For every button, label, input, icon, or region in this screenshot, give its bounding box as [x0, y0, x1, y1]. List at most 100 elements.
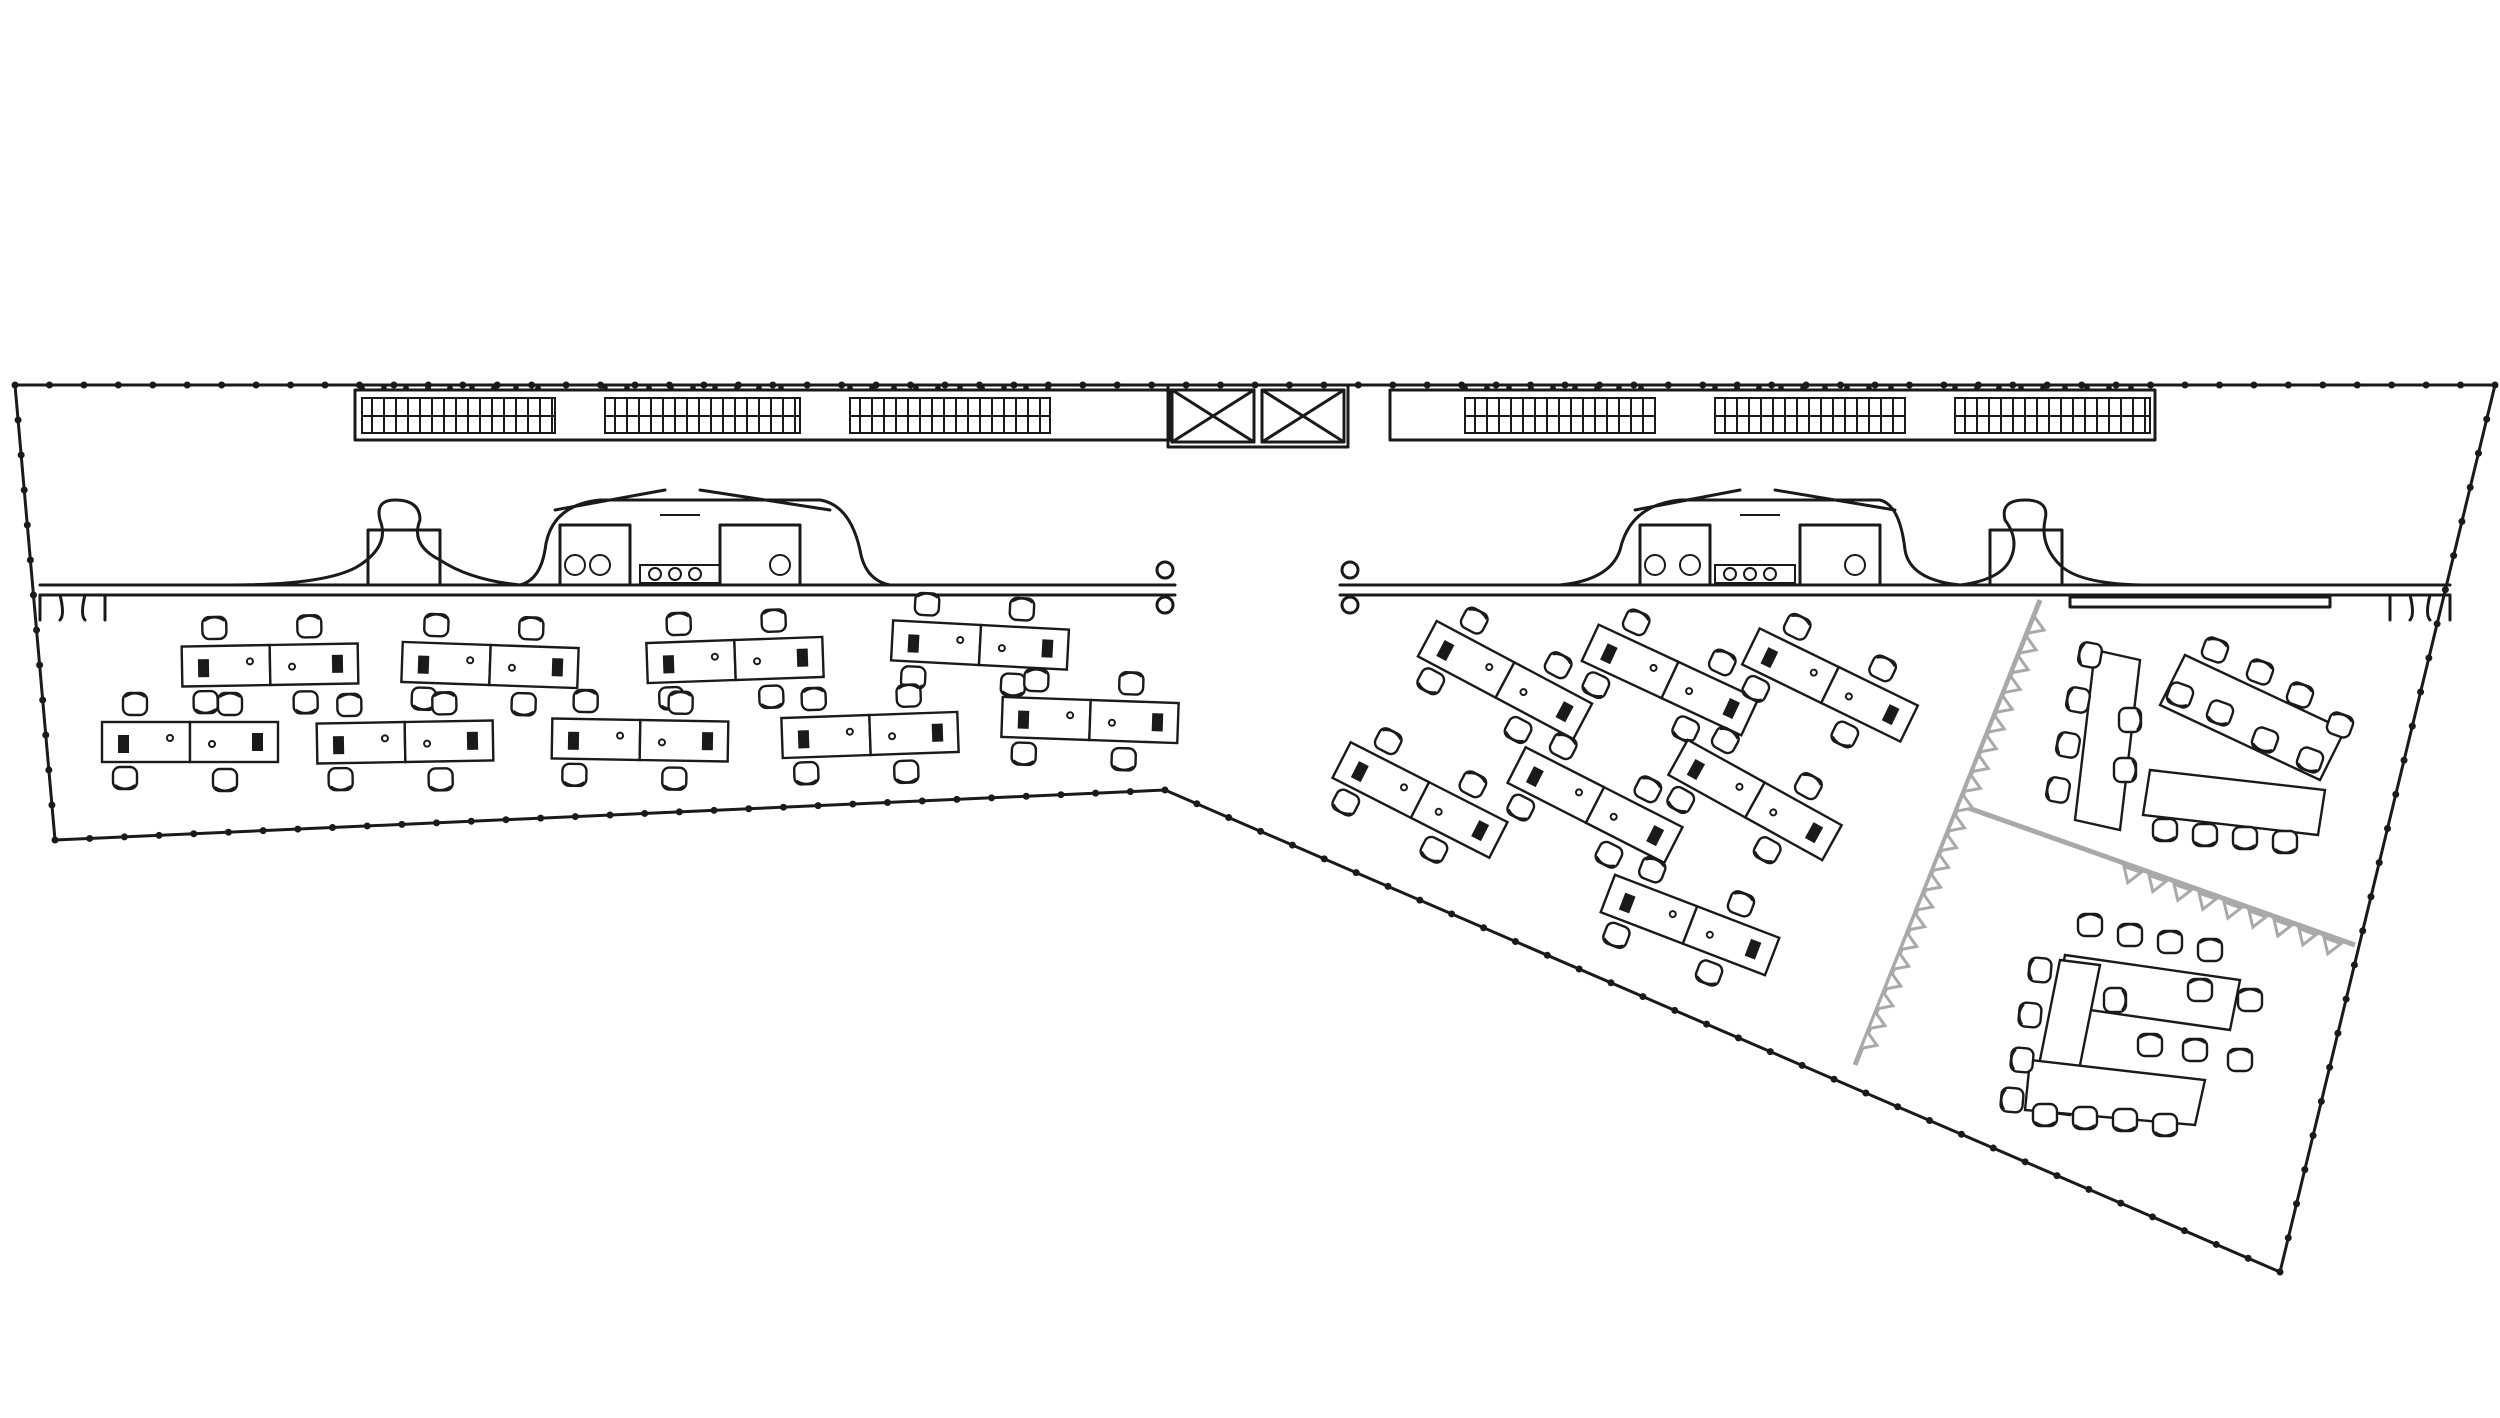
- meeting-chair: [2198, 634, 2232, 666]
- mullion: [2483, 415, 2491, 423]
- mullion: [2367, 893, 2375, 901]
- mullion: [2301, 1166, 2309, 1174]
- mullion: [1940, 381, 1948, 389]
- mullion: [459, 381, 467, 389]
- mullion: [48, 801, 56, 809]
- office-chair: [295, 613, 323, 639]
- workstation-cluster: [1738, 610, 1920, 751]
- mullion: [1630, 381, 1638, 389]
- glazing-fin: [2121, 864, 2145, 886]
- meeting-chair: [2111, 1107, 2139, 1133]
- mullion: [2212, 1240, 2220, 1248]
- meeting-chair: [2102, 986, 2128, 1014]
- glazing-fin: [2246, 908, 2270, 930]
- office-chair: [895, 683, 923, 709]
- entry-doors: [38, 593, 2452, 622]
- mullion: [2284, 1234, 2292, 1242]
- mullion: [26, 556, 34, 564]
- meeting-chair: [2053, 730, 2083, 760]
- meeting-chair: [1998, 1085, 2026, 1115]
- glazing-fin: [1913, 890, 1936, 913]
- glazing-fin: [1953, 791, 1975, 814]
- mullion: [218, 381, 226, 389]
- mullion: [2147, 381, 2155, 389]
- mullion: [2181, 381, 2189, 389]
- office-chair: [427, 766, 455, 792]
- mullion: [1699, 381, 1707, 389]
- mullion: [252, 381, 260, 389]
- mullion: [1126, 788, 1134, 796]
- glazing-fin: [1897, 929, 1920, 952]
- mullion: [1957, 1130, 1965, 1138]
- office-chair: [1592, 838, 1626, 872]
- mullion: [537, 814, 545, 822]
- meeting-chair: [2156, 929, 2184, 955]
- glazing-fin: [1969, 751, 1991, 774]
- mullion: [2180, 1227, 2188, 1235]
- office-chair: [892, 759, 920, 785]
- mullion: [1905, 381, 1913, 389]
- meeting-chair: [2196, 937, 2224, 963]
- mullion: [710, 806, 718, 814]
- meeting-chair: [2191, 822, 2219, 848]
- mullion: [2457, 381, 2465, 389]
- mullion: [2319, 381, 2327, 389]
- mullion: [562, 381, 570, 389]
- mullion: [1057, 791, 1065, 799]
- glazing-fin: [1929, 850, 1952, 873]
- meeting-table-north: [2043, 634, 2357, 855]
- office-chair: [665, 611, 693, 637]
- mullion: [39, 696, 47, 704]
- mullion: [1113, 381, 1121, 389]
- glazing-fin: [2321, 935, 2345, 957]
- mullion: [2408, 722, 2416, 730]
- mullion: [988, 794, 996, 802]
- mullion: [907, 381, 915, 389]
- mullion: [224, 828, 232, 836]
- office-chair: [1668, 712, 1703, 746]
- meeting-chair: [2063, 685, 2093, 715]
- mullion: [838, 381, 846, 389]
- mullion: [2215, 381, 2223, 389]
- meeting-chair: [2076, 912, 2104, 938]
- workstation-cluster: [400, 612, 580, 717]
- mullion: [675, 808, 683, 816]
- meeting-chair: [2236, 987, 2264, 1013]
- meeting-chair: [2112, 756, 2138, 784]
- mullion: [33, 626, 41, 634]
- glazing-fin: [1985, 712, 2007, 735]
- mullion: [155, 831, 163, 839]
- office-chair: [660, 766, 688, 792]
- glazing-fin: [2146, 872, 2170, 895]
- mullion: [571, 813, 579, 821]
- office-chair: [760, 608, 788, 634]
- mullion: [849, 800, 857, 808]
- mullion: [2466, 483, 2474, 491]
- mullion: [1480, 924, 1488, 932]
- mullion: [467, 817, 475, 825]
- mullion: [1384, 882, 1392, 890]
- mullion: [2276, 1268, 2284, 1276]
- glazing-fin: [1874, 989, 1896, 1011]
- glazing-fin: [1961, 771, 1983, 794]
- office-chair: [1008, 596, 1036, 622]
- mullion: [398, 820, 406, 828]
- mullion: [36, 661, 44, 669]
- office-chair: [1619, 606, 1653, 639]
- workstations: [100, 591, 1920, 989]
- mullion: [1225, 814, 1233, 822]
- workstation-cluster: [1579, 606, 1760, 746]
- mullion: [597, 381, 605, 389]
- mullion: [1022, 792, 1030, 800]
- mullion: [2009, 381, 2017, 389]
- mullion: [2326, 1063, 2334, 1071]
- office-chair: [667, 690, 695, 716]
- office-chair: [1457, 604, 1492, 638]
- mullion: [45, 381, 53, 389]
- mullion: [2334, 1029, 2342, 1037]
- mullion: [1161, 786, 1169, 794]
- mullion: [2458, 517, 2466, 525]
- office-chair: [510, 691, 538, 717]
- meeting-chair: [2231, 825, 2259, 851]
- meeting-chair: [2071, 1105, 2099, 1131]
